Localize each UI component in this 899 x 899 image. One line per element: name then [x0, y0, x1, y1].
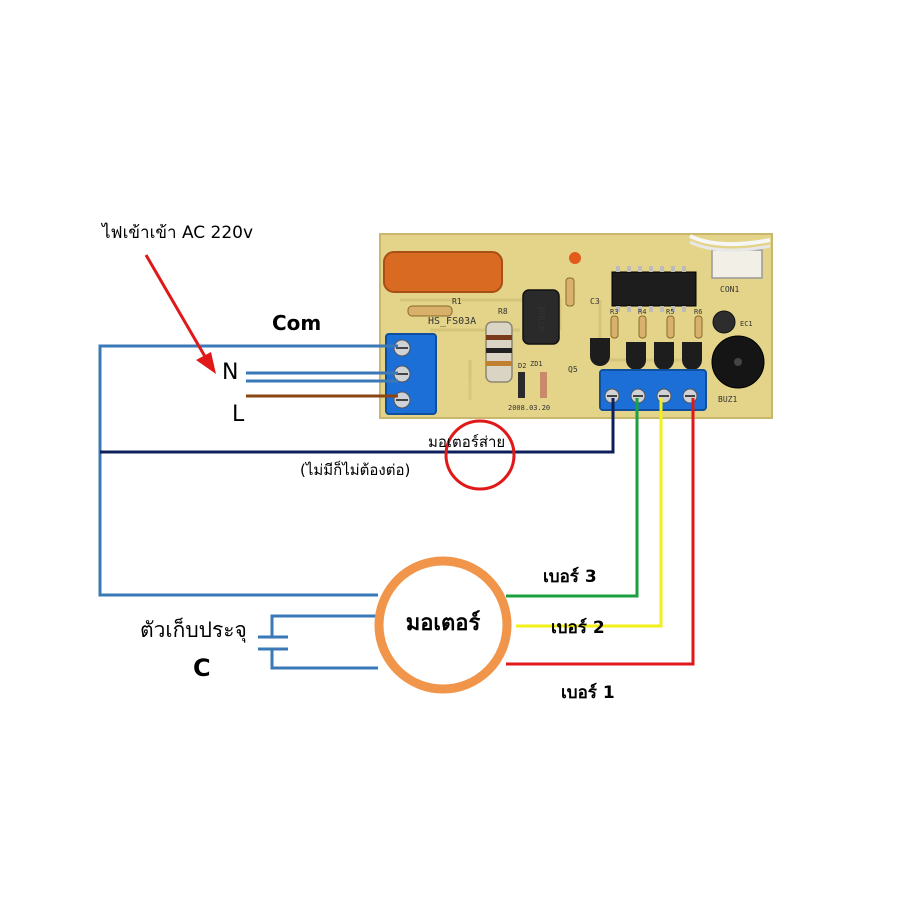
electrolytic-capacitor [522, 289, 560, 345]
con1-label: CON1 [720, 285, 739, 294]
com-label: Com [272, 311, 321, 335]
capacitor-symbol-label: C [193, 654, 211, 682]
speed1-wire [506, 398, 695, 666]
speed3-wire [506, 398, 639, 598]
pcb-ref-c3: C3 [590, 297, 600, 306]
swing-motor-note: (ไม่มีก็ไม่ต้องต่อ) [300, 460, 410, 479]
pcb-ref-ec1: EC1 [740, 320, 753, 328]
small-capacitor [712, 310, 736, 334]
motor-label: มอเตอร์ [406, 610, 481, 636]
pcb-model-label: HS_FS03A [428, 316, 476, 327]
capacitor-wire-top [270, 614, 378, 636]
pcb-ref-q5: Q5 [568, 365, 578, 374]
transistor-1 [626, 342, 646, 370]
capacitor-wire-bottom [270, 650, 378, 670]
transistor-2 [654, 342, 674, 370]
swing-motor-highlight [444, 419, 516, 491]
speed3-label: เบอร์ 3 [543, 566, 597, 587]
red-arrow-shaft [144, 254, 209, 361]
diode-d2 [540, 372, 547, 398]
swing-motor-wire [100, 398, 615, 454]
com-wire [98, 344, 398, 597]
pcb-ref-r1: R1 [452, 297, 462, 306]
buzzer-label: BUZ1 [718, 395, 737, 404]
pcb-ref-r8: R8 [498, 307, 508, 316]
ic-chip [611, 271, 697, 307]
live-label: L [232, 402, 245, 427]
zener-diode [518, 372, 525, 398]
speed1-label: เบอร์ 1 [561, 682, 615, 703]
neutral-label: N [222, 360, 238, 385]
cap-value-label: 470uF [538, 304, 548, 331]
swing-motor-label: มอเตอร์ส่าย [428, 433, 505, 451]
pcb-date-label: 2008.03.20 [508, 404, 550, 412]
pcb-ref-zd1: ZD1 [530, 360, 543, 368]
film-capacitor [383, 251, 503, 293]
motor-circle [374, 556, 512, 694]
speed2-wire [516, 398, 663, 628]
pcb-ref-r3: R3 [610, 308, 618, 316]
pcb-ref-r4: R4 [638, 308, 646, 316]
power-in-label: ไฟเข้าเข้า AC 220v [100, 222, 253, 243]
red-arrow-head [196, 352, 216, 374]
pcb-ref-r6: R6 [694, 308, 702, 316]
transistor-3 [682, 342, 702, 370]
capacitor-label: ตัวเก็บประจุ [140, 616, 247, 643]
transistor-q5 [590, 338, 610, 366]
terminal-block-output [599, 369, 707, 411]
pcb-ref-r5: R5 [666, 308, 674, 316]
con1-connector [711, 249, 763, 279]
pcb-board: 470uF CON1 [379, 233, 773, 419]
led [569, 252, 581, 264]
pcb-ref-d2: D2 [518, 362, 526, 370]
speed2-label: เบอร์ 2 [551, 617, 605, 638]
